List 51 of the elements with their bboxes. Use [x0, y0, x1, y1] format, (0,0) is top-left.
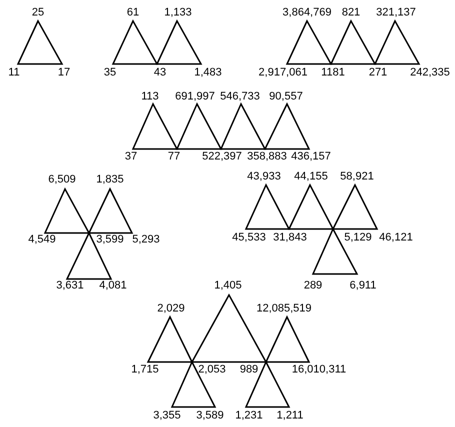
vertex-number: 289 [304, 280, 322, 292]
vertex-number: 2,917,061 [258, 68, 308, 78]
vertex-number: 436,157 [291, 152, 331, 162]
vertex-number: 61 [126, 8, 140, 18]
vertex-number: 691,997 [175, 92, 215, 102]
vertex-number: 522,397 [202, 152, 242, 162]
vertex-number: 43,933 [247, 172, 281, 182]
vertex-number: 113 [141, 92, 159, 102]
vertex-number: 4,081 [99, 280, 127, 292]
vertex-number: 90,557 [269, 92, 303, 102]
vertex-number: 46,121 [379, 232, 413, 244]
vertex-number: 3,589 [196, 410, 224, 422]
vertex-number: 35 [104, 68, 116, 78]
vertex-number: 3,599 [96, 234, 124, 246]
vertex-number: 3,355 [153, 410, 181, 422]
vertex-number: 31,843 [273, 232, 307, 244]
vertex-number: 2,029 [157, 304, 185, 314]
vertex-number: 77 [168, 152, 180, 162]
vertex-number: 58,921 [340, 172, 374, 182]
vertex-number: 271 [368, 68, 388, 78]
vertex-number: 17 [58, 68, 70, 78]
vertex-number: 44,155 [294, 172, 328, 182]
vertex-number: 1,231 [235, 410, 263, 422]
vertex-number: 11 [8, 68, 20, 78]
vertex-number: 321,137 [376, 8, 416, 18]
vertex-number: 5,293 [132, 234, 160, 246]
vertex-number: 1,211 [276, 410, 304, 422]
vertex-number: 3,631 [56, 280, 84, 292]
vertex-number: 1,715 [131, 364, 159, 376]
vertex-number: 821 [342, 8, 360, 18]
vertex-number: 2,053 [198, 364, 226, 376]
vertex-number: 1,835 [96, 174, 124, 186]
vertex-number: 242,335 [410, 68, 450, 78]
vertex-number: 5,129 [344, 232, 372, 244]
vertex-number: 6,911 [350, 280, 376, 292]
vertex-number: 43 [154, 68, 166, 78]
vertex-number: 45,533 [232, 232, 266, 244]
vertex-number: 1181 [321, 68, 345, 78]
vertex-number: 3,864,769 [282, 8, 332, 18]
vertex-number: 1,133 [164, 8, 192, 18]
vertex-number: 37 [124, 152, 138, 162]
vertex-number: 25 [32, 8, 44, 18]
vertex-number: 4,549 [28, 234, 56, 246]
vertex-number: 16,010,311 [292, 364, 346, 376]
vertex-number: 6,509 [48, 174, 76, 186]
vertex-number: 546,733 [220, 92, 260, 102]
vertex-number: 358,883 [247, 152, 287, 162]
vertex-number: 989 [240, 364, 258, 376]
vertex-number: 1,405 [214, 280, 242, 292]
vertex-number: 12,085,519 [256, 304, 312, 314]
vertex-number: 1,483 [194, 68, 222, 78]
